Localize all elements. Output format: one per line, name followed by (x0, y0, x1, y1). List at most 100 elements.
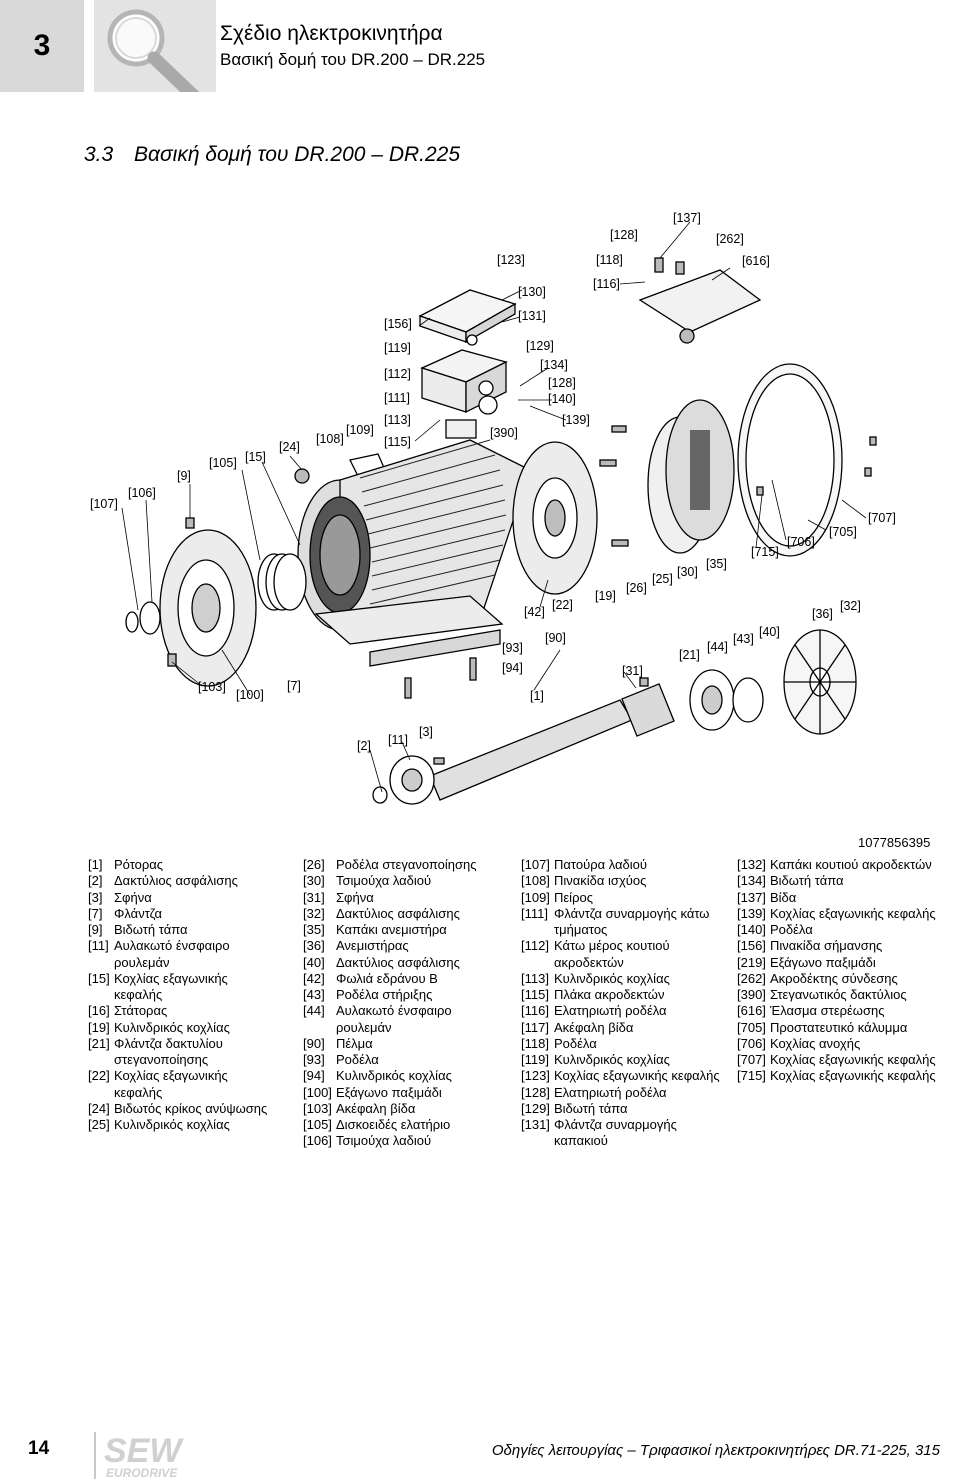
callout-109: [109] (346, 423, 374, 437)
legend-item: [118]Ροδέλα (521, 1036, 721, 1052)
legend-item-number: [116] (521, 1003, 549, 1019)
callout-36: [36] (812, 607, 833, 621)
legend-item-number: [32] (303, 905, 325, 921)
legend-item-text: Δακτύλιος ασφάλισης (336, 905, 460, 921)
callout-119: [119] (384, 341, 411, 355)
legend-item-text: Φλάντζα δακτυλίου στεγανοποίησης (114, 1035, 223, 1067)
legend-item: [115]Πλάκα ακροδεκτών (521, 987, 721, 1003)
legend-item: [36]Ανεμιστήρας (303, 938, 503, 954)
legend-item: [26]Ροδέλα στεγανοποίησης (303, 857, 503, 873)
legend-item: [100]Εξάγωνο παξιμάδι (303, 1085, 503, 1101)
legend-item-number: [25] (88, 1117, 110, 1132)
sew-eurodrive-logo: SEW EURODRIVE (100, 1428, 210, 1480)
legend-item-text: Πέλμα (336, 1035, 373, 1051)
header-title: Σχέδιο ηλεκτροκινητήρα (220, 22, 443, 45)
legend-item: [616]Έλασμα στερέωσης (737, 1003, 937, 1019)
callout-93: [93] (502, 641, 523, 655)
legend-item-number: [16] (88, 1003, 110, 1019)
legend-item-text: Ελατηριωτή ροδέλα (554, 1084, 667, 1100)
legend-item-number: [128] (521, 1084, 550, 1100)
legend-item: [1]Ρότορας (88, 857, 278, 873)
legend-item-text: Έλασμα στερέωσης (770, 1003, 885, 1019)
callout-25: [25] (652, 572, 673, 586)
legend-item-number: [112] (521, 938, 549, 954)
a-endshield-flange (159, 529, 257, 687)
legend-item-number: [21] (88, 1035, 110, 1051)
callout-112: [112] (384, 367, 411, 381)
callout-156: [156] (384, 317, 412, 331)
legend-item-text: Πινακίδα σήμανσης (770, 938, 883, 954)
legend-item-number: [7] (88, 905, 103, 921)
legend-item: [219]Εξάγωνο παξιμάδι (737, 955, 937, 971)
legend-item-text: Ακροδέκτης σύνδεσης (770, 970, 898, 986)
legend-item-text: Καπάκι κουτιού ακροδεκτών (770, 857, 932, 872)
legend-column-1: [1]Ρότορας[2]Δακτύλιος ασφάλισης[3]Σφήνα… (88, 857, 278, 1133)
exploded-motor-diagram: [107] [106] [9] [105] [15] [24] [108] [1… (90, 211, 896, 805)
legend-column-4: [132]Καπάκι κουτιού ακροδεκτών[134]Βιδωτ… (737, 857, 937, 1085)
callout-15: [15] (245, 450, 266, 464)
callout-139: [139] (562, 413, 590, 427)
legend-item-text: Κοχλίας εξαγωνικής κεφαλής (554, 1068, 720, 1084)
legend-item-number: [115] (521, 987, 549, 1002)
legend-item-text: Πατούρα λαδιού (554, 857, 647, 872)
fan (783, 629, 857, 735)
legend-item: [134]Βιδωτή τάπα (737, 873, 937, 889)
legend-column-3: [107]Πατούρα λαδιού[108]Πινακίδα ισχύος[… (521, 857, 721, 1150)
callout-94: [94] (502, 661, 523, 675)
callout-107: [107] (90, 497, 118, 511)
legend-item-text: Κυλινδρικός κοχλίας (336, 1068, 452, 1084)
legend-item: [94]Κυλινδρικός κοχλίας (303, 1068, 503, 1084)
callout-111: [111] (384, 391, 410, 405)
legend-item: [15]Κοχλίας εξαγωνικής κεφαλής (88, 971, 278, 1004)
terminal-box-cover (418, 289, 517, 344)
legend-item-text: Βιδωτή τάπα (114, 922, 188, 937)
callout-134: [134] (540, 358, 568, 372)
callout-715: [715] (751, 545, 779, 559)
legend-item-text: Στεγανωτικός δακτύλιος (770, 987, 907, 1002)
callout-2: [2] (357, 739, 371, 753)
callout-113: [113] (384, 413, 411, 427)
terminal-connectors (638, 269, 762, 344)
legend-item-text: Τσιμούχα λαδιού (336, 873, 432, 889)
legend-item: [140]Ροδέλα (737, 922, 937, 938)
legend-item: [103]Ακέφαλη βίδα (303, 1101, 503, 1117)
legend-item: [156]Πινακίδα σήμανσης (737, 938, 937, 954)
legend-item-number: [42] (303, 970, 325, 986)
legend-item: [707]Κοχλίας εξαγωνικής κεφαλής (737, 1052, 937, 1068)
legend-item-text: Φλάντζα συναρμογής κάτω τμήματος (554, 905, 710, 937)
fan-guard (647, 399, 735, 554)
legend-item-number: [15] (88, 970, 110, 986)
legend-item-text: Κοχλίας εξαγωνικής κεφαλής (770, 1052, 936, 1067)
svg-text:EURODRIVE: EURODRIVE (106, 1466, 178, 1479)
legend-item-number: [117] (521, 1019, 549, 1035)
legend-item: [7]Φλάντζα (88, 906, 278, 922)
legend-item-text: Ροδέλα στεγανοποίησης (336, 857, 477, 872)
legend-item: [129]Βιδωτή τάπα (521, 1101, 721, 1117)
legend-column-2: [26]Ροδέλα στεγανοποίησης[30]Τσιμούχα λα… (303, 857, 503, 1150)
callout-103: [103] (198, 680, 226, 694)
legend-item-text: Βιδωτός κρίκος ανύψωσης (114, 1100, 268, 1116)
callout-115: [115] (384, 435, 411, 449)
b-endshield (512, 441, 598, 595)
callout-7: [7] (287, 679, 301, 693)
legend-item-number: [9] (88, 922, 103, 937)
legend-item-text: Ρότορας (114, 857, 164, 872)
legend-item: [2]Δακτύλιος ασφάλισης (88, 873, 278, 889)
callout-130: [130] (518, 285, 546, 299)
callout-706: [706] (787, 535, 815, 549)
legend-item-number: [31] (303, 889, 325, 905)
legend-item: [119]Κυλινδρικός κοχλίας (521, 1052, 721, 1068)
legend-item-text: Κυλινδρικός κοχλίας (114, 1019, 230, 1035)
legend-item-number: [113] (521, 970, 549, 986)
legend-item: [21]Φλάντζα δακτυλίου στεγανοποίησης (88, 1036, 278, 1069)
callout-705: [705] (829, 525, 857, 539)
legend-item-text: Σφήνα (336, 889, 374, 905)
legend-item-number: [35] (303, 922, 325, 937)
legend-item-text: Αυλακωτό ένσφαιρο ρουλεμάν (114, 938, 230, 970)
legend-item-number: [123] (521, 1068, 550, 1084)
legend-item: [262]Ακροδέκτης σύνδεσης (737, 971, 937, 987)
legend-item-text: Κοχλίας ανοχής (770, 1035, 861, 1051)
legend-item: [106]Τσιμούχα λαδιού (303, 1133, 503, 1149)
footer-document-title: Οδηγίες λειτουργίας – Τριφασικοί ηλεκτρο… (491, 1442, 940, 1459)
